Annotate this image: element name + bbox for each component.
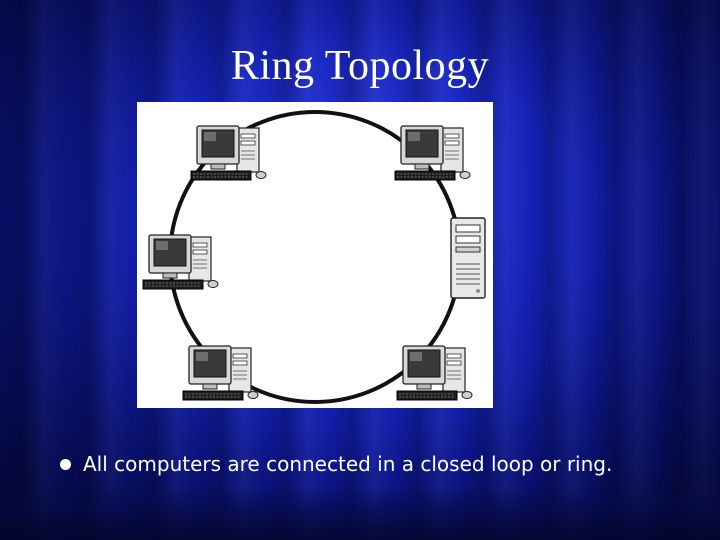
computer-bottom-right [396,345,473,401]
ring-diagram-svg [142,110,486,404]
computer-top-left [190,125,267,181]
curtain-floor [0,488,720,540]
slide-title: Ring Topology [230,43,490,89]
computer-top-right [394,125,471,181]
computer-middle-left [142,234,219,290]
server-middle-right [450,217,486,299]
computer-bottom-left [182,345,259,401]
bullet-text: All computers are connected in a closed … [83,452,613,476]
bullet-dot-icon [60,458,71,470]
ring-topology-diagram [137,102,493,408]
bullet-item: All computers are connected in a closed … [60,450,700,478]
